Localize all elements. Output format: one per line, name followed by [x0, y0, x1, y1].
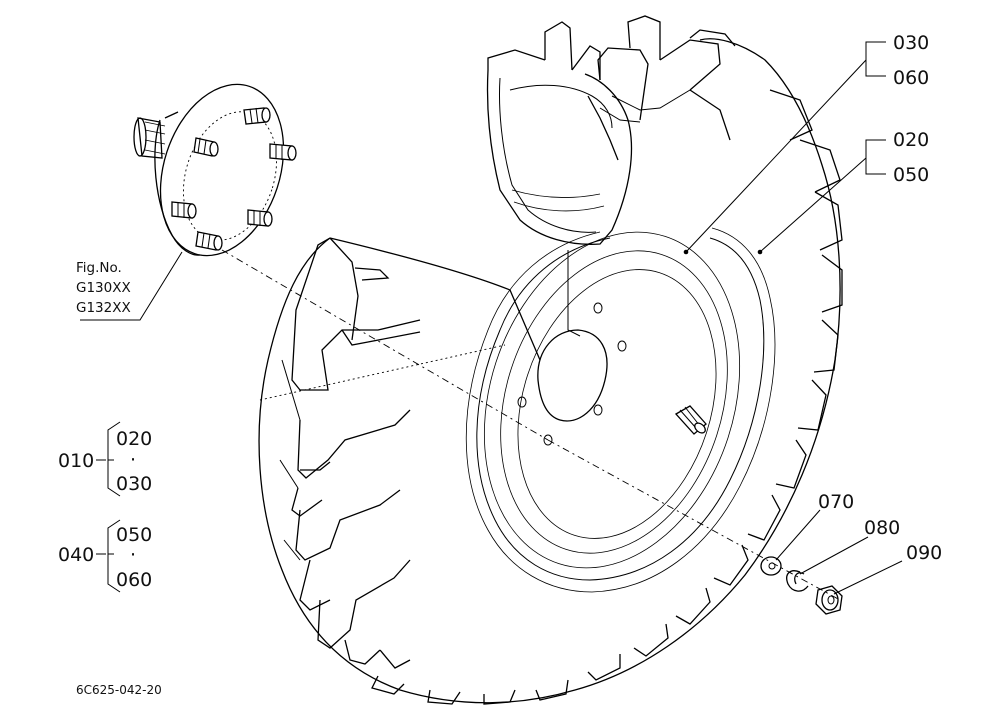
group-010-main: 010 [58, 450, 94, 472]
figure-ref-title: Fig.No. [76, 260, 122, 276]
callout-060: 060 [893, 67, 929, 89]
callout-020: 020 [893, 129, 929, 151]
assembly-axis [547, 439, 841, 601]
flat-washer [760, 556, 782, 576]
group-040-main: 040 [58, 544, 94, 566]
wheel-nut [815, 585, 843, 615]
figure-ref-code-2: G132XX [76, 300, 131, 316]
group-010-bottom: 030 [116, 473, 152, 495]
tire [258, 15, 843, 705]
leader-lines [80, 41, 903, 595]
callout-090: 090 [906, 542, 942, 564]
wheel-disc [483, 231, 741, 569]
wheel-stud [247, 209, 273, 227]
figure-ref-code-1: G130XX [76, 280, 131, 296]
wheel-stud [193, 137, 219, 157]
wheel-stud [269, 143, 297, 161]
group-010-top: 020 [116, 428, 152, 450]
group-040-sep: · [130, 544, 136, 566]
group-010-sep: · [130, 449, 136, 471]
hub-flange [133, 83, 297, 257]
callout-030: 030 [893, 32, 929, 54]
spring-washer [786, 570, 809, 592]
assembly-axis [221, 249, 549, 441]
callout-050: 050 [893, 164, 929, 186]
callout-080: 080 [864, 517, 900, 539]
hidden-line [259, 344, 506, 401]
wheel-stud [195, 231, 223, 251]
wheel-stud [243, 107, 271, 125]
callout-070: 070 [818, 491, 854, 513]
group-040-top: 050 [116, 524, 152, 546]
wheel-stud [171, 201, 197, 219]
drawing-code: 6C625-042-20 [76, 683, 162, 697]
valve-stem [674, 405, 707, 435]
group-040-bottom: 060 [116, 569, 152, 591]
